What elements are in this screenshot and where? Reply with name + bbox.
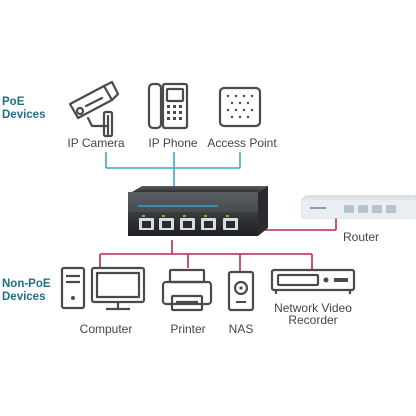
- ip-camera-label: IP Camera: [67, 136, 125, 150]
- non-poe-group-line1: Non-PoE: [2, 278, 51, 290]
- nvr-label: Network Video Recorder: [262, 302, 364, 326]
- router-label: Router: [342, 230, 380, 244]
- non-poe-devices-group-label: Non-PoE Devices: [2, 278, 51, 304]
- non-poe-connections: [99, 218, 337, 272]
- ip-phone-label: IP Phone: [148, 136, 198, 150]
- nvr-label-line2: Recorder: [288, 313, 338, 327]
- nvr-label-line1: Network Video: [274, 301, 352, 315]
- printer-label: Printer: [170, 322, 206, 336]
- poe-group-line1: PoE: [2, 96, 25, 108]
- computer-label: Computer: [79, 322, 133, 336]
- access-point-label: Access Point: [207, 136, 277, 150]
- poe-devices-group-label: PoE Devices: [2, 96, 45, 122]
- poe-group-line2: Devices: [2, 109, 46, 121]
- nas-label: NAS: [228, 322, 254, 336]
- non-poe-group-line2: Devices: [2, 291, 46, 303]
